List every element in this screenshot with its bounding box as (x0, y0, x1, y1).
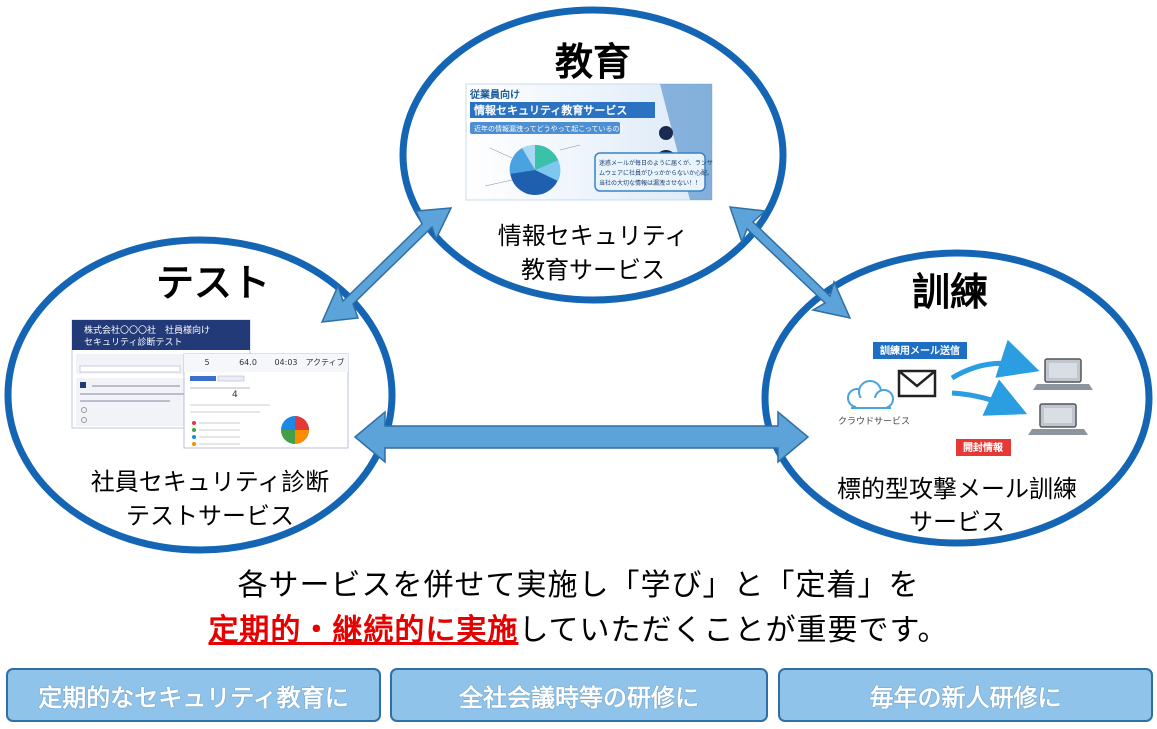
training-illustration: 訓練用メール送信 クラウドサービス 開封情報 (838, 339, 1093, 456)
cloud-label: クラウドサービス (838, 416, 910, 427)
test-title: テスト (156, 261, 270, 305)
bubble-line3: 当社の大切な情報は漏洩させない！！ (599, 179, 701, 187)
dash-stat2: 64.0 (239, 358, 257, 367)
training-circle (761, 249, 1153, 547)
slide-speech-bubble (594, 152, 706, 192)
slide-pie-chart (509, 144, 561, 195)
dash-stat1: 5 (204, 358, 209, 367)
open-badge (956, 439, 1011, 456)
new-employee-training-button[interactable]: 毎年の新人研修に (778, 668, 1153, 722)
cloud-icon (847, 380, 894, 409)
arrow-education-training (728, 206, 852, 320)
training-title: 訓練 (912, 270, 988, 314)
message-line2-rest: していただくことが重要です。 (518, 613, 949, 648)
arrow-test-education (320, 207, 453, 323)
send-arrow-upper (950, 339, 1040, 381)
form-company: 株式会社〇〇〇社 社員様向け (84, 324, 210, 336)
slide-banner: 近年の情報漏洩ってどうやって起こっているの？ (474, 124, 626, 133)
test-label-line1: 社員セキュリティ診断 (91, 468, 330, 496)
slide-header-small: 従業員向け (469, 88, 520, 101)
message-line2: 定期的・継続的に実施していただくことが重要です。 (0, 605, 1157, 649)
bubble-line1: 迷惑メールが毎日のように届くが、ランサ (599, 159, 713, 167)
open-badge-label: 開封情報 (963, 441, 1004, 454)
laptop-icon-lower (1028, 403, 1088, 435)
training-label-line2: サービス (909, 508, 1005, 536)
periodic-education-button[interactable]: 定期的なセキュリティ教育に (6, 668, 381, 722)
education-label-line2: 教育サービス (521, 256, 665, 284)
mail-icon (897, 369, 937, 398)
bubble-line2: ムウェアに社員がひっかからないか心配。 (599, 169, 713, 177)
message-emphasis: 定期的・継続的に実施 (208, 613, 519, 648)
dash-number-glyph: 4 (232, 390, 238, 400)
education-slide-thumbnail: 従業員向け 情報セキュリティ教育サービス 近年の情報漏洩ってどうやって起こってい… (465, 83, 713, 201)
education-title: 教育 (555, 40, 631, 84)
training-label-line1: 標的型攻撃メール訓練 (837, 475, 1077, 503)
company-meeting-training-button[interactable]: 全社会議時等の研修に (390, 668, 768, 722)
form-test-name: セキュリティ診断テスト (84, 336, 182, 348)
test-label-line2: テストサービス (126, 502, 294, 530)
slide-header-big: 情報セキュリティ教育サービス (474, 103, 627, 117)
dash-pie-chart (281, 416, 309, 444)
send-badge-label: 訓練用メール送信 (880, 344, 960, 357)
send-badge (873, 342, 967, 359)
test-dashboard-screenshot: 5 64.0 04:03 アクティブ 4 (183, 353, 349, 449)
arrow-test-training (353, 410, 810, 464)
laptop-icon-upper (1033, 358, 1093, 390)
dash-stat3: 04:03 (274, 358, 297, 367)
dash-stat4: アクティブ (305, 357, 344, 367)
message-line1: 各サービスを併せて実施し「学び」と「定着」を (237, 568, 920, 603)
send-arrow-lower (951, 379, 1028, 416)
education-label-line1: 情報セキュリティ (498, 222, 689, 250)
